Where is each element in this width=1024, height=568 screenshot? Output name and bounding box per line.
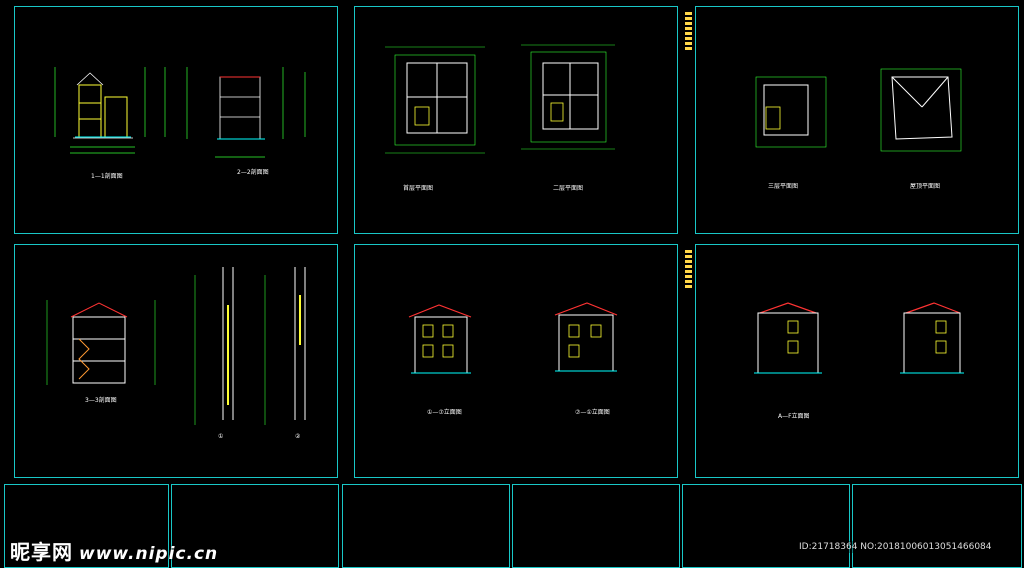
drawing-sheet-sections: 1—1剖面图 2—2剖面图: [14, 6, 338, 234]
thumb-sheet-3: [342, 484, 510, 568]
drawing-sheet-side-elevations: A—F立面图: [695, 244, 1019, 478]
sheet-label: 3—3剖面图: [85, 397, 117, 404]
drawing-sheet-elevations: ①—⑦立面图 ⑦—①立面图: [354, 244, 678, 478]
thumb-sheet-4: [512, 484, 680, 568]
title-block-strip: [684, 248, 693, 334]
sheet-label: 三层平面图: [768, 183, 799, 190]
thumb-sheet-2: [171, 484, 339, 568]
thumb-sheet-6: [852, 484, 1022, 568]
section-detail-drawings: [46, 267, 306, 425]
upper-plan-drawings: [755, 68, 962, 152]
elevation-drawings: [408, 302, 618, 374]
side-elevation-drawings: [754, 302, 964, 374]
sheet-label: 1—1剖面图: [91, 173, 123, 180]
thumb-sheet-5: [682, 484, 850, 568]
drawing-sheet-section-details: 3—3剖面图 ① ②: [14, 244, 338, 478]
sheet-label: ⑦—①立面图: [575, 409, 610, 416]
nipic-watermark: 昵享网 www.nipic.cn: [10, 536, 218, 565]
sheet-label: 2—2剖面图: [237, 169, 269, 176]
watermark-brand: 昵享网: [10, 540, 73, 564]
floor-plan-drawings: [385, 44, 615, 154]
sheet-label: ①—⑦立面图: [427, 409, 462, 416]
drawing-sheet-upper-plans: 三层平面图 屋顶平面图: [695, 6, 1019, 234]
sheet-label: 屋顶平面图: [910, 183, 941, 190]
detail-marker: ②: [295, 433, 301, 440]
sheet-label: 首层平面图: [403, 185, 434, 192]
section-drawings: [54, 67, 306, 158]
sheet-label: 二层平面图: [553, 185, 584, 192]
watermark-url: www.nipic.cn: [79, 544, 219, 564]
sheet-label: A—F立面图: [778, 413, 810, 420]
thumb-sheet-1: [4, 484, 169, 568]
watermark-id: ID:21718364 NO:20181006013051466084: [797, 541, 994, 553]
title-block-strip: [684, 10, 693, 96]
detail-marker: ①: [218, 433, 224, 440]
drawing-sheet-floor-plans: 首层平面图 二层平面图: [354, 6, 678, 234]
